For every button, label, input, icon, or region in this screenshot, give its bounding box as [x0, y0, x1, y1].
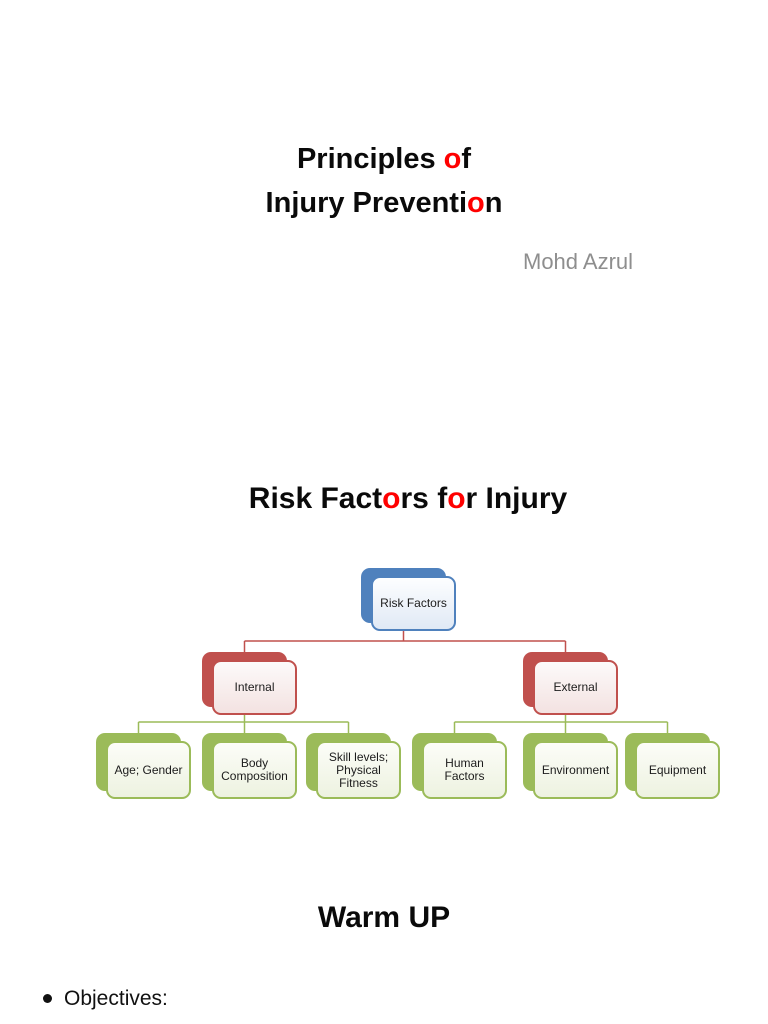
diagram-node-internal: Internal: [202, 652, 299, 718]
diagram-node-equipment: Equipment: [625, 733, 722, 799]
diagram-node-risk-factors: Risk Factors: [361, 568, 458, 634]
diagram-node-body-composition: Body Composition: [202, 733, 299, 799]
slide3-title: Warm UP: [317, 901, 451, 934]
bullet-item: Objectives:: [43, 986, 168, 1012]
author-name: Mohd Azrul: [523, 249, 634, 274]
diagram-node-label: Internal: [212, 660, 297, 715]
bullet-dot-icon: [43, 994, 52, 1003]
slide1-title: Principles of Injury Prevention: [0, 137, 768, 225]
diagram-node-label: External: [533, 660, 618, 715]
bullet-text: Objectives:: [64, 987, 168, 1010]
diagram-node-label: Human Factors: [422, 741, 507, 799]
diagram-node-label: Age; Gender: [106, 741, 191, 799]
slide2-title: Risk Factors for Injury: [248, 482, 568, 515]
diagram-node-label: Skill levels; Physical Fitness: [316, 741, 401, 799]
diagram-node-human-factors: Human Factors: [412, 733, 509, 799]
diagram-node-label: Equipment: [635, 741, 720, 799]
diagram-node-label: Body Composition: [212, 741, 297, 799]
diagram-node-age-gender: Age; Gender: [96, 733, 193, 799]
diagram-node-external: External: [523, 652, 620, 718]
diagram-node-label: Environment: [533, 741, 618, 799]
diagram-node-environment: Environment: [523, 733, 620, 799]
diagram-node-skill-levels: Skill levels; Physical Fitness: [306, 733, 403, 799]
slide1-title-line-2: Injury Prevention: [265, 187, 503, 219]
diagram-node-label: Risk Factors: [371, 576, 456, 631]
slide1-title-line-1: Principles of: [296, 143, 472, 175]
